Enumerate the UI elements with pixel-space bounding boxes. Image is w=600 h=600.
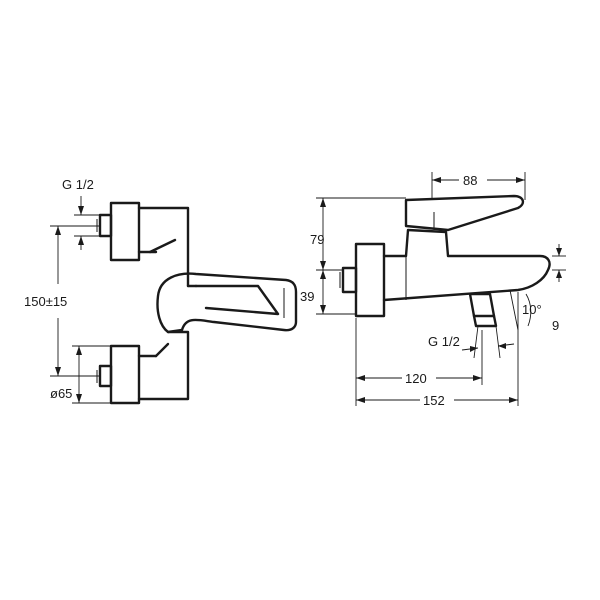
thread-dimension: G 1/2 <box>62 177 100 250</box>
mixer-body-lower <box>137 330 190 401</box>
total-projection-label: 152 <box>423 393 445 408</box>
lever-handle <box>156 272 298 334</box>
total-projection-dimension: 152 <box>356 292 519 408</box>
height-bottom-dimension: 39 <box>300 270 356 315</box>
height-bottom-label: 39 <box>300 289 314 304</box>
thread-label: G 1/2 <box>62 177 94 192</box>
outlet-thread-dimension: G 1/2 <box>428 325 515 359</box>
spout-offset-dimension: 9 <box>552 244 566 333</box>
diameter-label: ø65 <box>50 386 72 401</box>
height-top-dimension: 79 <box>310 197 406 271</box>
angle-label: 10° <box>522 302 542 317</box>
outlet-thread-label: G 1/2 <box>428 334 460 349</box>
lower-nut <box>109 344 141 405</box>
lever-top <box>404 194 525 232</box>
wall-pipe-stub <box>341 266 358 294</box>
upper-nut <box>109 201 141 262</box>
outlet-distance-label: 120 <box>405 371 427 386</box>
side-view: 88 79 39 10° <box>300 172 566 408</box>
outlet-distance-dimension: 120 <box>355 318 483 406</box>
height-top-label: 79 <box>310 232 324 247</box>
lower-pipe-stub <box>98 364 113 388</box>
spacing-label: 150±15 <box>24 294 67 309</box>
depth-dimension: 88 <box>431 172 526 200</box>
diameter-dimension: ø65 <box>50 345 111 404</box>
angle-dimension: 10° <box>509 289 542 331</box>
spout-offset-label: 9 <box>552 318 559 333</box>
upper-pipe-stub <box>98 213 113 238</box>
depth-label: 88 <box>463 173 477 188</box>
spout-body <box>382 228 551 302</box>
mixer-body-upper <box>137 206 190 288</box>
shower-outlet <box>468 292 496 318</box>
front-view: G 1/2 150±15 ø65 <box>24 177 298 405</box>
spacing-dimension: 150±15 <box>24 225 100 377</box>
wall-nut <box>354 242 386 318</box>
